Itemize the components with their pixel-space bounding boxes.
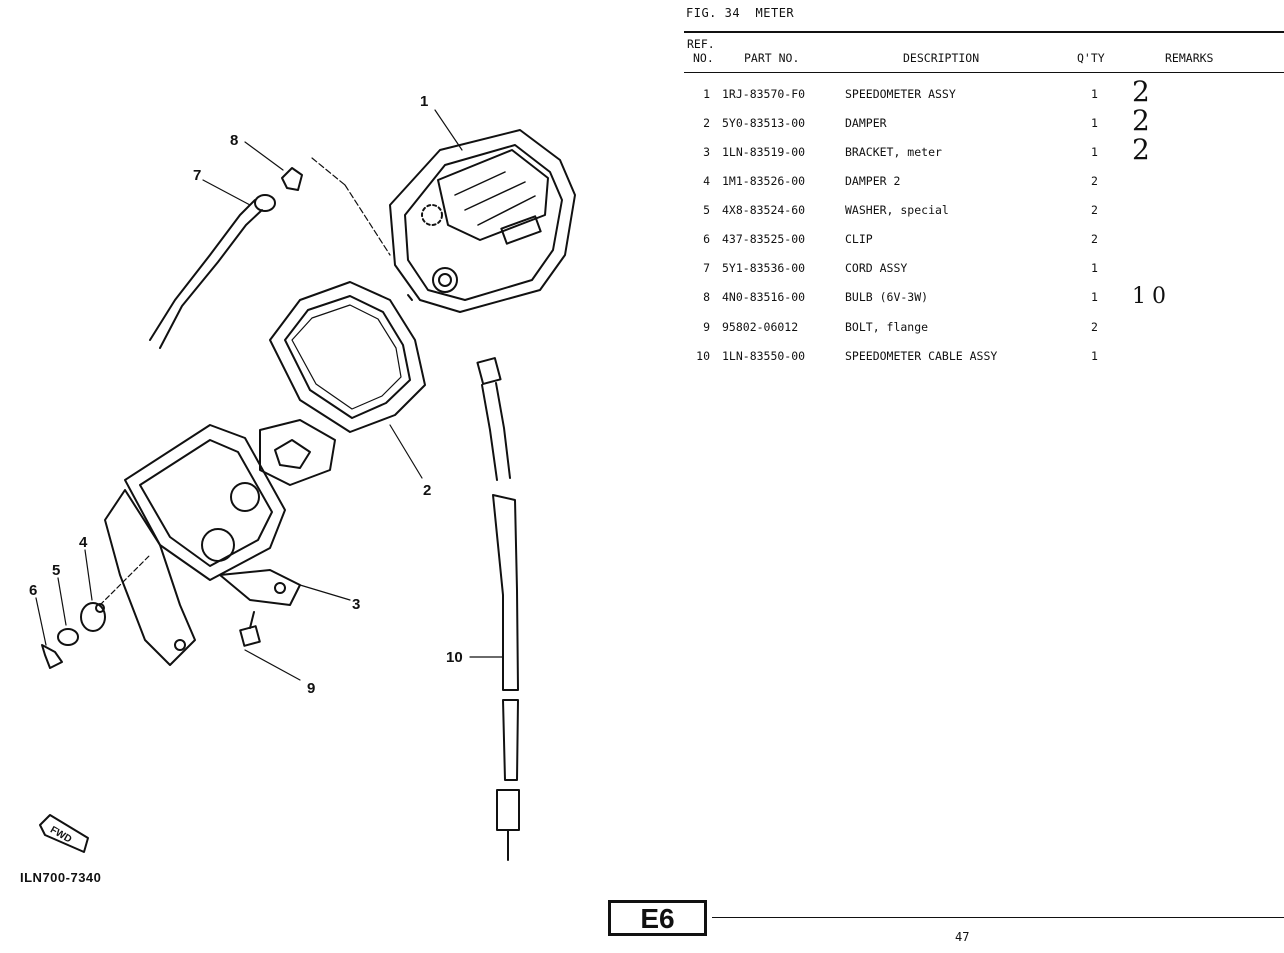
row-ref: 9: [703, 320, 710, 334]
row-ref: 1: [703, 87, 710, 101]
row-description: BOLT, flange: [845, 320, 929, 334]
table-row: 6 437-83525-00 CLIP 2: [684, 232, 1284, 252]
callout-5: 5: [52, 562, 60, 579]
exploded-view-diagram: 1 2 3 4 5 6 7 8 9 10 FWD: [29, 93, 576, 861]
row-description: DAMPER 2: [845, 174, 901, 188]
page-number: 47: [955, 930, 970, 944]
bulb-drawing: [281, 167, 303, 191]
header-ref-line2: NO.: [693, 51, 714, 65]
row-part-no: 4N0-83516-00: [722, 290, 806, 304]
row-description: CORD ASSY: [845, 261, 908, 275]
fwd-arrow-drawing: [39, 814, 89, 853]
row-ref: 8: [703, 290, 710, 304]
row-description: SPEEDOMETER ASSY: [845, 87, 956, 101]
table-row: 3 1LN-83519-00 BRACKET, meter 1 2: [684, 133, 1284, 166]
row-ref: 6: [703, 232, 710, 246]
row-description: BRACKET, meter: [845, 145, 942, 159]
row-ref: 2: [703, 116, 710, 130]
table-row: 9 95802-06012 BOLT, flange 2: [684, 320, 1284, 340]
drawing-number: ILN700-7340: [20, 870, 102, 885]
header-remarks: REMARKS: [1165, 51, 1214, 65]
row-part-no: 1RJ-83570-F0: [722, 87, 806, 101]
header-ref-line1: REF.: [687, 37, 715, 51]
speedometer-assy-drawing: [389, 129, 576, 313]
row-description: WASHER, special: [845, 203, 949, 217]
row-description: DAMPER: [845, 116, 887, 130]
damper2-washer-clip-drawing: [41, 602, 106, 669]
header-part-no: PART NO.: [744, 51, 800, 65]
speedometer-cable-drawing: [476, 357, 520, 861]
row-remarks: 2: [1132, 133, 1150, 166]
table-top-rule: [684, 31, 1284, 33]
row-part-no: 95802-06012: [722, 320, 799, 334]
row-description: CLIP: [845, 232, 873, 246]
row-remarks: 2: [1132, 75, 1150, 108]
callout-4: 4: [79, 534, 88, 551]
figure-number: FIG. 34: [686, 6, 741, 20]
callout-leaders: [35, 109, 504, 681]
row-qty: 2: [1091, 203, 1098, 217]
row-qty: 1: [1091, 145, 1098, 159]
table-header-rule: [684, 72, 1284, 73]
table-row: 4 1M1-83526-00 DAMPER 2 2: [684, 174, 1284, 194]
row-ref: 7: [703, 261, 710, 275]
row-part-no: 437-83525-00: [722, 232, 806, 246]
figure-title: FIG. 34 METER: [686, 6, 794, 20]
row-remarks: 10: [1132, 284, 1172, 309]
row-part-no: 4X8-83524-60: [722, 203, 806, 217]
callout-10: 10: [446, 649, 463, 666]
row-description: SPEEDOMETER CABLE ASSY: [845, 349, 998, 363]
footer-rule: [712, 917, 1284, 918]
row-ref: 4: [703, 174, 710, 188]
header-qty: Q'TY: [1077, 51, 1105, 65]
callout-8: 8: [230, 132, 238, 149]
row-remarks: 2: [1132, 104, 1150, 137]
table-row: 10 1LN-83550-00 SPEEDOMETER CABLE ASSY 1: [684, 349, 1284, 369]
cord-assy-drawing: [149, 194, 276, 349]
row-part-no: 5Y0-83513-00: [722, 116, 806, 130]
row-qty: 2: [1091, 174, 1098, 188]
row-ref: 5: [703, 203, 710, 217]
row-qty: 1: [1091, 261, 1098, 275]
callout-3: 3: [352, 596, 360, 613]
row-part-no: 5Y1-83536-00: [722, 261, 806, 275]
bracket-drawing: [104, 419, 336, 666]
damper-drawing: [269, 281, 426, 433]
row-qty: 1: [1091, 349, 1098, 363]
callout-9: 9: [307, 680, 315, 697]
row-ref: 10: [696, 349, 710, 363]
row-ref: 3: [703, 145, 710, 159]
row-qty: 1: [1091, 116, 1098, 130]
callout-1: 1: [420, 93, 428, 110]
table-row: 2 5Y0-83513-00 DAMPER 1 2: [684, 104, 1284, 137]
header-description: DESCRIPTION: [903, 51, 980, 65]
row-qty: 1: [1091, 87, 1098, 101]
flange-bolt-drawing: [239, 611, 261, 647]
row-qty: 1: [1091, 290, 1098, 304]
callout-6: 6: [29, 582, 37, 599]
row-description: BULB (6V-3W): [845, 290, 929, 304]
section-code-box: E6: [608, 900, 707, 936]
header-ref: REF. NO.: [687, 37, 715, 65]
table-row: 1 1RJ-83570-F0 SPEEDOMETER ASSY 1 2: [684, 75, 1284, 108]
row-part-no: 1LN-83550-00: [722, 349, 806, 363]
row-qty: 2: [1091, 232, 1098, 246]
callout-7: 7: [193, 167, 201, 184]
table-row: 7 5Y1-83536-00 CORD ASSY 1: [684, 261, 1284, 281]
figure-name: METER: [755, 6, 795, 20]
table-row: 5 4X8-83524-60 WASHER, special 2: [684, 203, 1284, 223]
row-part-no: 1M1-83526-00: [722, 174, 806, 188]
row-qty: 2: [1091, 320, 1098, 334]
table-row: 8 4N0-83516-00 BULB (6V-3W) 1 10: [684, 284, 1284, 310]
callout-2: 2: [423, 482, 431, 499]
row-part-no: 1LN-83519-00: [722, 145, 806, 159]
